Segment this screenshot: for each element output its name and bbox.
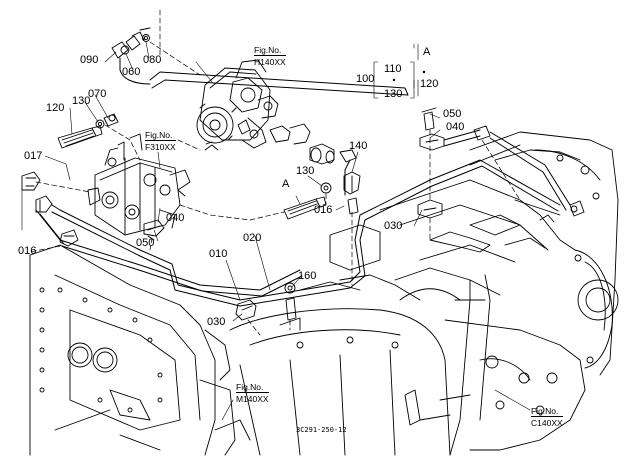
callout-040-left: 040	[166, 212, 185, 224]
callout-050-left: 050	[136, 237, 155, 249]
callout-140: 140	[349, 140, 368, 152]
top-fittings	[111, 27, 151, 59]
callout-030-right: 030	[384, 220, 403, 232]
callout-080: 080	[143, 54, 162, 66]
transmission-housing	[229, 131, 619, 456]
figref-f310[interactable]: Fig.No. F310XX	[145, 130, 176, 152]
drawing-code: 3C291-250-12	[296, 426, 347, 434]
callout-A-center: A	[282, 178, 290, 190]
callout-130-left: 130	[72, 95, 91, 107]
callout-130-center: 130	[296, 165, 315, 177]
engine-plate	[29, 244, 251, 456]
figref-f310-code: F310XX	[145, 140, 176, 152]
callout-A-bracket: A	[423, 46, 431, 58]
dashed-guide-lines	[29, 9, 521, 336]
figref-c140[interactable]: Fig.No. C140XX	[531, 406, 563, 428]
callout-040-right: 040	[446, 121, 465, 133]
injection-pump	[87, 133, 191, 236]
callout-070: 070	[88, 88, 107, 100]
figref-h140[interactable]: Fig.No. H140XX	[254, 45, 286, 67]
callout-016-left: 016	[18, 245, 37, 257]
callout-060: 060	[122, 66, 141, 78]
figref-c140-code: C140XX	[531, 416, 563, 428]
fuel-pipes	[35, 57, 571, 307]
callout-130-bracket: 130	[384, 88, 403, 100]
figref-h140-prefix: Fig.No.	[254, 45, 282, 55]
figref-m140-prefix: Fig.No.	[236, 382, 264, 392]
callout-100: 100	[356, 73, 375, 85]
figref-h140-code: H140XX	[254, 55, 286, 67]
hydraulic-pump	[196, 59, 279, 151]
callout-010: 010	[209, 248, 228, 260]
figref-c140-prefix: Fig.No.	[531, 406, 559, 416]
figref-m140-code: M140XX	[236, 392, 269, 404]
pump-fittings	[269, 123, 361, 220]
callout-020: 020	[243, 232, 262, 244]
figref-f310-prefix: Fig.No.	[145, 130, 173, 140]
callout-090: 090	[80, 54, 99, 66]
callout-030-bottom: 030	[207, 316, 226, 328]
callout-050-right: 050	[443, 108, 462, 120]
callout-120-bracket: 120	[420, 78, 439, 90]
callout-016-center: 016	[314, 204, 333, 216]
callout-110: 110	[384, 63, 402, 75]
leader-lines	[21, 41, 531, 421]
callout-160: 160	[298, 270, 317, 282]
callout-120-left: 120	[46, 102, 65, 114]
dot-markers	[392, 70, 426, 82]
figref-m140[interactable]: Fig.No. M140XX	[236, 382, 269, 404]
callout-017: 017	[24, 150, 43, 162]
